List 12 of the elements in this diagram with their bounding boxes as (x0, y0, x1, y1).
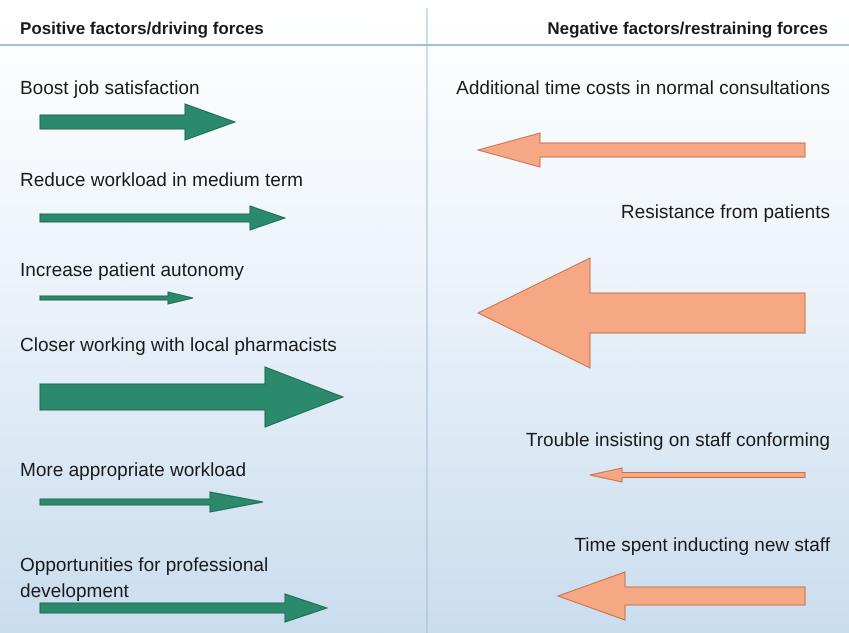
column-heading: Negative factors/restraining forces (546, 18, 828, 40)
force-label: Closer working with local pharmacists (20, 334, 338, 358)
force-label: Resistance from patients (620, 201, 830, 225)
force-label: Opportunities for professional development (20, 554, 270, 604)
column-heading: Positive factors/driving forces (20, 18, 265, 40)
force-label: Additional time costs in normal consultations (455, 77, 830, 101)
force-label: More appropriate workload (20, 459, 248, 483)
force-label: Increase patient autonomy (20, 259, 245, 283)
force-label: Trouble insisting on staff conforming (524, 429, 830, 453)
force-label: Boost job satisfaction (20, 77, 201, 101)
force-label: Time spent inducting new staff (573, 534, 830, 558)
force-label: Reduce workload in medium term (20, 169, 304, 193)
